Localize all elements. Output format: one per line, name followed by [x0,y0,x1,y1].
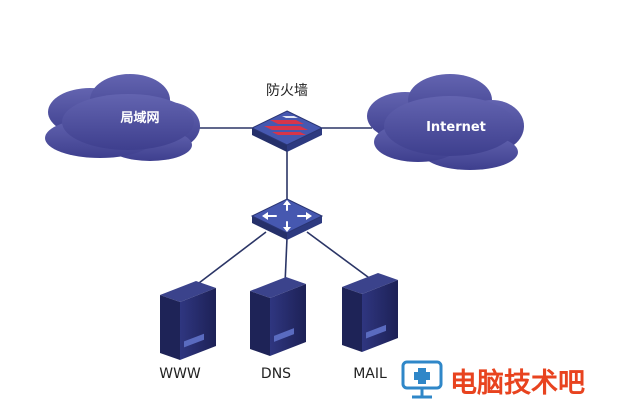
link-switch-dns [284,237,288,285]
lan-cloud: 局域网 [45,74,200,161]
firewall-label: 防火墙 [266,83,308,99]
switch-icon [250,198,324,240]
watermark: 电脑技术吧 [401,360,585,399]
monitor-medical-icon [401,360,443,399]
firewall-icon [250,110,324,152]
mail-server-icon [342,273,398,352]
dns-server-icon [250,277,306,356]
mail-server-label: MAIL [353,366,387,382]
lan-cloud-label: 局域网 [120,110,159,126]
watermark-text: 电脑技术吧 [450,368,585,399]
internet-cloud-label: Internet [426,120,486,135]
www-server-icon [160,281,216,360]
www-server-label: WWW [159,366,201,382]
link-switch-www [194,231,267,287]
internet-cloud: Internet [367,74,524,170]
dns-server-label: DNS [261,366,291,382]
link-switch-mail [306,231,373,281]
